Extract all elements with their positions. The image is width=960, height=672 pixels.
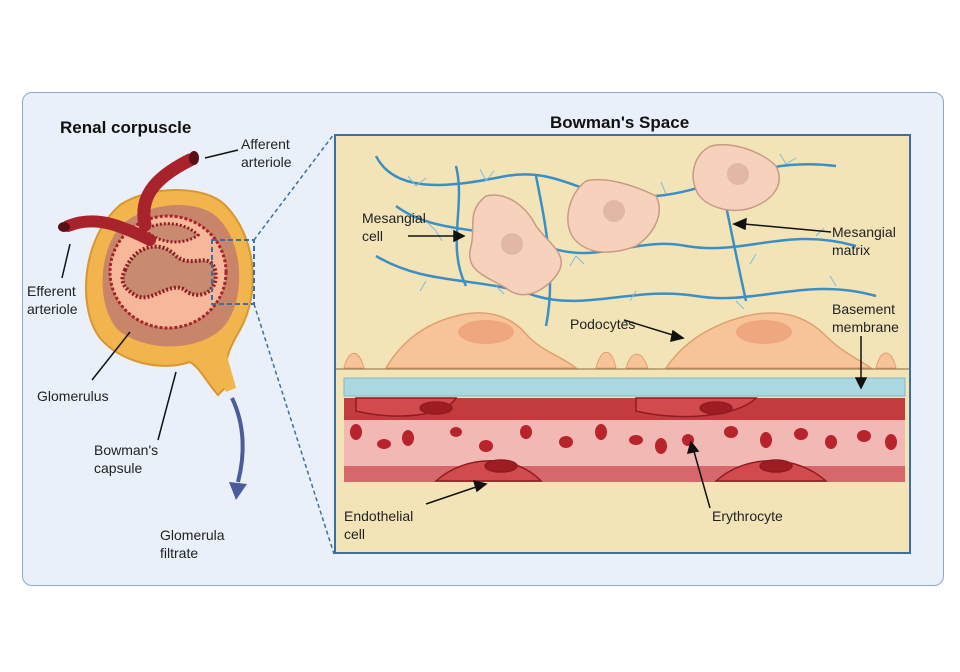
label-afferent-arteriole: Afferent arteriole xyxy=(241,136,292,170)
glomerulus-loop-2 xyxy=(142,222,201,244)
afferent-opening xyxy=(189,151,199,165)
label-podocytes: Podocytes xyxy=(570,316,636,332)
pointer-glomerulus xyxy=(91,331,131,381)
mesangial-cell xyxy=(692,144,780,212)
urinary-pole xyxy=(205,350,236,392)
label-mesangial-matrix: Mesangial matrix xyxy=(832,224,896,258)
bowmans-space-title: Bowman's Space xyxy=(550,113,690,132)
connector-bottom xyxy=(253,303,335,555)
podocyte xyxy=(664,312,874,369)
label-basement-membrane: Basement membrane xyxy=(832,301,899,335)
glomerulus-loops xyxy=(120,244,218,300)
renal-corpuscle-illustration xyxy=(58,149,255,500)
basement-membrane xyxy=(343,377,906,397)
label-efferent-arteriole: Efferent arteriole xyxy=(27,283,78,317)
label-glomerula-filtrate: Glomerula filtrate xyxy=(160,527,225,561)
label-endothelial-cell: Endothelial cell xyxy=(344,508,414,542)
connector-top xyxy=(253,133,335,241)
erythrocytes xyxy=(350,424,897,454)
endothelial-cells xyxy=(355,397,828,482)
inset-pointers xyxy=(408,217,868,509)
podocyte xyxy=(384,312,579,369)
label-bowmans-capsule: Bowman's capsule xyxy=(94,442,159,476)
mesangial-cell xyxy=(567,178,660,253)
efferent-arteriole xyxy=(62,215,156,246)
podocyte-foot-processes xyxy=(343,351,897,369)
renal-corpuscle-title: Renal corpuscle xyxy=(60,118,192,137)
efferent-opening xyxy=(58,222,70,232)
bowmans-space-inset xyxy=(334,134,911,554)
label-glomerulus: Glomerulus xyxy=(37,388,109,404)
filtrate-arrow-head xyxy=(229,482,247,500)
pointer-capsule xyxy=(157,371,177,441)
filtrate-flow-arrow xyxy=(230,397,245,483)
capillary-lumen xyxy=(344,420,905,472)
zoom-region xyxy=(211,239,255,305)
label-mesangial-cell: Mesangial cell xyxy=(362,210,426,244)
pointer-efferent xyxy=(61,243,71,279)
bowmans-space-illustration xyxy=(336,144,909,509)
afferent-arteriole xyxy=(137,153,197,232)
pointer-afferent xyxy=(204,149,239,159)
label-erythrocyte: Erythrocyte xyxy=(712,508,783,524)
mesangial-cell xyxy=(468,194,563,296)
